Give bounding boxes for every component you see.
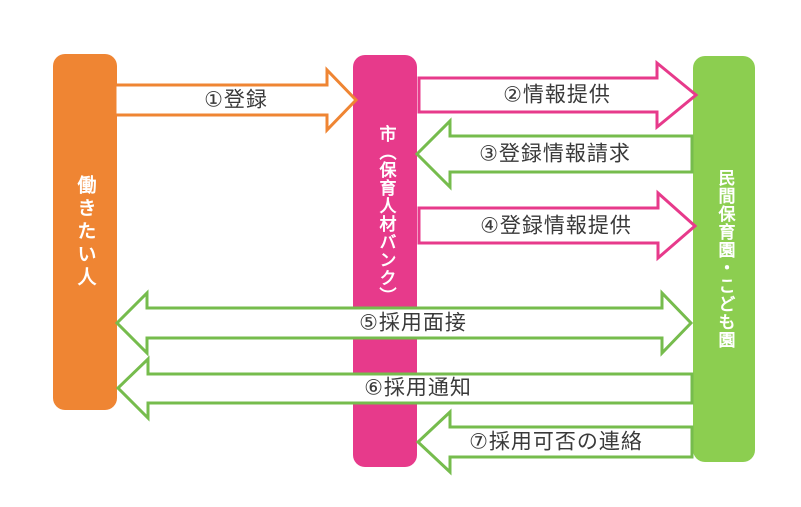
entity-label-private-nursery: 民間保育園・こども園	[714, 169, 735, 349]
arrow-5-hiring-interview-both	[114, 289, 694, 357]
flow-label-registration-info-provision: ④登録情報提供	[480, 213, 632, 238]
arrow-4-registration-info-provision-right	[417, 189, 698, 262]
arrow-6-hiring-notice-left	[115, 355, 694, 422]
flow-label-hiring-decision-contact: ⑦採用可否の連絡	[469, 429, 643, 454]
arrow-7-hiring-decision-contact-left	[415, 408, 694, 476]
arrow-1-registration-right	[113, 66, 359, 134]
flow-label-registration: ①登録	[204, 87, 268, 112]
flow-label-info-provision: ②情報提供	[503, 82, 611, 107]
flow-label-registration-info-request: ③登録情報請求	[479, 141, 631, 166]
entity-bar-private-nursery: 民間保育園・こども園	[693, 56, 755, 462]
arrow-3-registration-info-request-left	[414, 117, 694, 191]
entity-label-city-hr-bank: 市（保育人材バンク）	[375, 125, 396, 305]
entity-bar-worker: 働きたい人	[53, 54, 117, 410]
entity-label-worker: 働きたい人	[74, 174, 97, 290]
flow-label-hiring-interview: ⑤採用面接	[359, 310, 467, 335]
arrow-2-info-provision-right	[417, 59, 699, 131]
flow-label-hiring-notice: ⑥採用通知	[364, 375, 472, 400]
